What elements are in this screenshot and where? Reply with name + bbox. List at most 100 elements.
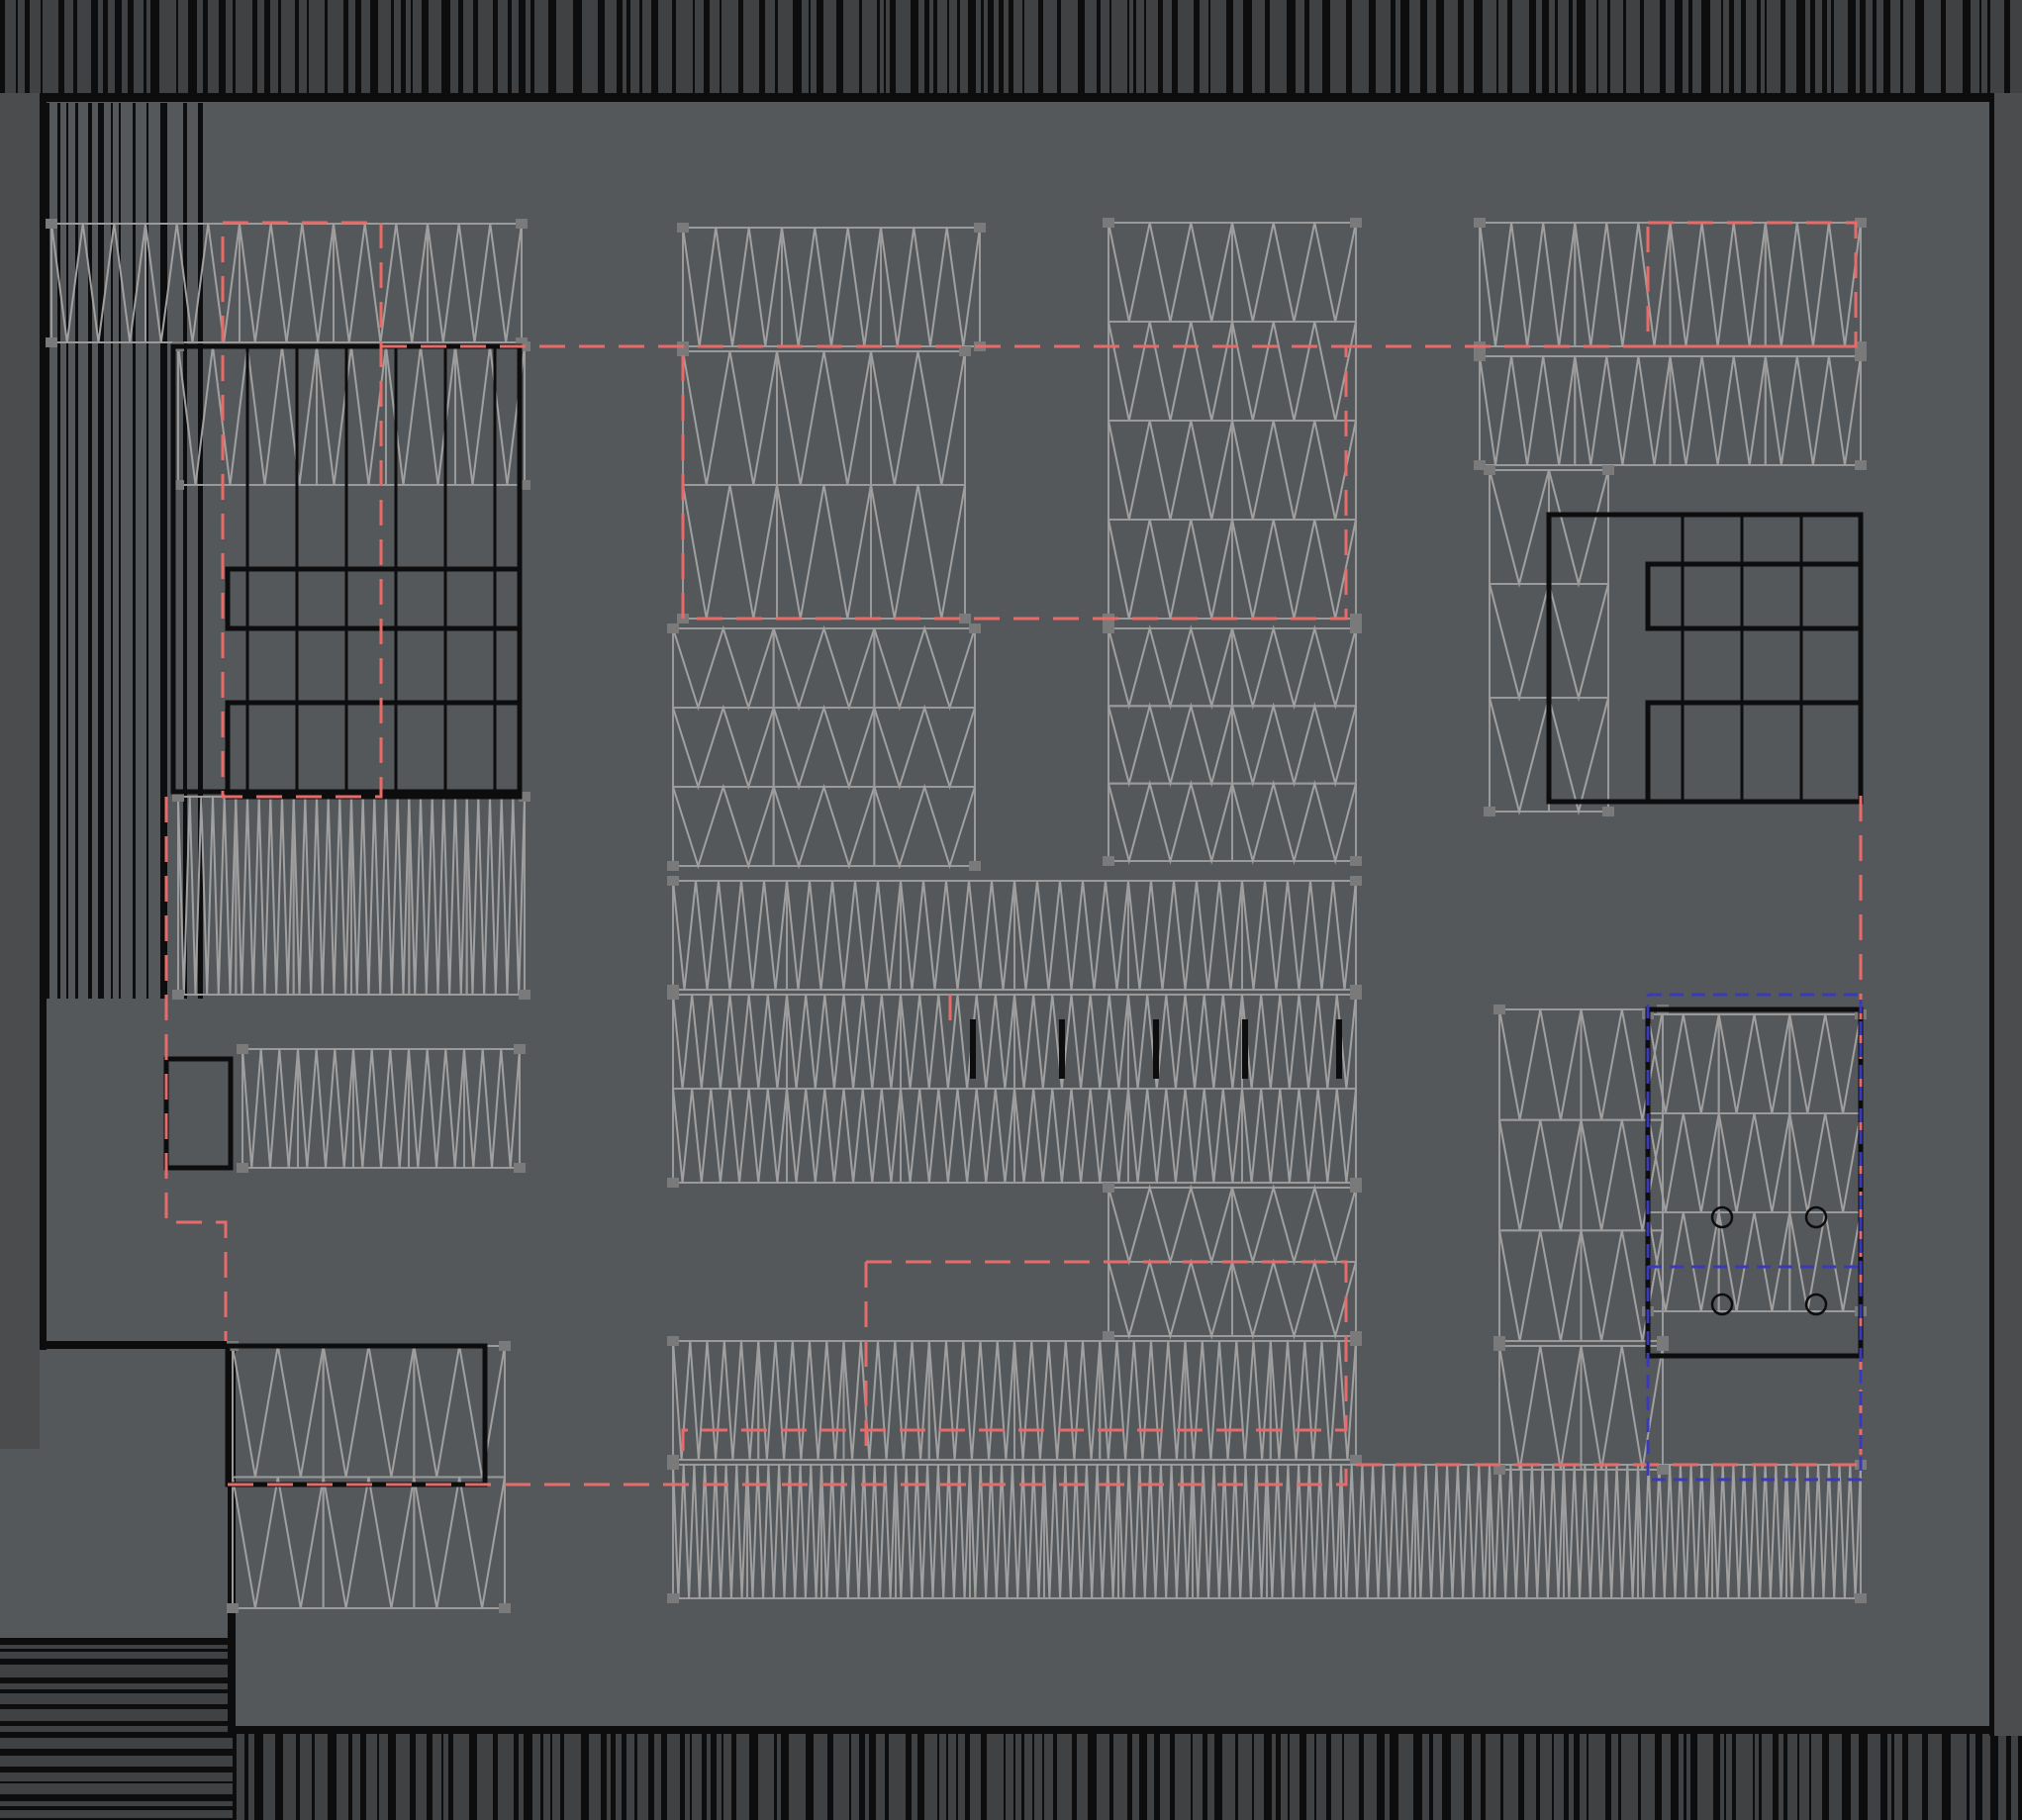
column-marker: [1484, 807, 1495, 816]
rack-bay: [786, 880, 902, 991]
column-tick: [1336, 1019, 1342, 1079]
rack-bay: [672, 880, 788, 991]
rack-bay: [672, 704, 775, 791]
rack-bay: [1574, 355, 1672, 466]
rack-bay: [672, 624, 775, 712]
column-marker: [1103, 1331, 1114, 1341]
column-marker: [1657, 1465, 1669, 1475]
rack-bay: [1127, 880, 1243, 991]
rack-bay: [1788, 1013, 1862, 1114]
rack-bay: [235, 796, 295, 996]
rack-bay: [895, 1464, 971, 1599]
rack-bay: [1637, 1464, 1713, 1599]
rack-bay: [900, 880, 1015, 991]
column-marker: [1350, 1336, 1362, 1346]
rack-bay: [350, 796, 411, 996]
rack-bay: [1563, 1464, 1639, 1599]
rack-bay: [50, 223, 146, 343]
rack-bay: [873, 783, 976, 870]
column-marker: [959, 346, 971, 356]
rack-bay: [1241, 1088, 1357, 1184]
rack-bay: [1340, 1464, 1416, 1599]
rack-bay: [1127, 994, 1243, 1090]
rack-block-center-north: [1103, 218, 1362, 623]
rack-bay: [1788, 1112, 1862, 1213]
rack-block-southeast-3: [1642, 1009, 1867, 1316]
rack-bay: [1266, 1464, 1342, 1599]
east-margin: [1994, 93, 2022, 1736]
rack-bay: [1785, 1464, 1862, 1599]
south-exterior-wall: [233, 1727, 2022, 1820]
column-marker: [667, 1336, 679, 1346]
core-frame-east-stair: [1645, 700, 1864, 805]
column-tick: [1059, 1019, 1065, 1079]
rack-bay: [241, 1048, 299, 1169]
rack-bay: [927, 1340, 1015, 1461]
rack-bay: [842, 1340, 930, 1461]
rack-bay: [1548, 697, 1609, 815]
column-marker: [1350, 856, 1362, 866]
column-marker: [1855, 341, 1867, 351]
rack-bay: [1013, 880, 1129, 991]
rack-bay: [757, 1340, 845, 1461]
column-marker: [1350, 876, 1362, 886]
rack-bay: [465, 796, 526, 996]
rack-bay: [1043, 1464, 1119, 1599]
rack-bay: [1013, 1340, 1102, 1461]
column-marker: [959, 614, 971, 623]
core-frame-east-row: [1645, 561, 1864, 631]
rack-bay: [772, 783, 876, 870]
fire-compartment-boundary: [681, 1260, 1348, 1460]
rack-bay: [1669, 355, 1767, 466]
column-marker: [974, 223, 986, 233]
rack-bay: [672, 1340, 760, 1461]
column-marker: [667, 876, 679, 886]
fire-compartment-boundaries: [164, 221, 1863, 1486]
column-marker: [237, 1163, 248, 1173]
rack-bay: [297, 1048, 354, 1169]
rack-bay: [1241, 994, 1357, 1090]
column-marker: [499, 1341, 511, 1351]
rack-bay: [1489, 697, 1550, 815]
rack-block-center: [667, 876, 1362, 995]
column-marker: [1474, 218, 1486, 228]
rack-bay: [1764, 355, 1862, 466]
column-marker: [1855, 218, 1867, 228]
column-marker: [1350, 990, 1362, 1000]
core-frame-west-row: [225, 566, 523, 631]
column-marker: [1484, 465, 1495, 475]
column-marker: [667, 990, 679, 1000]
column-marker: [1350, 1455, 1362, 1465]
column-marker: [667, 623, 679, 633]
column-marker: [1855, 460, 1867, 470]
rack-bay: [1717, 1013, 1791, 1114]
structural-frames: [163, 343, 1864, 1487]
rack-bay: [239, 223, 335, 343]
drain-symbol: [1804, 1293, 1828, 1316]
column-marker: [667, 1178, 679, 1188]
rack-bay: [1184, 1340, 1272, 1461]
rack-bay: [1717, 1112, 1791, 1213]
rack-bay: [1107, 1258, 1233, 1340]
rack-bay: [322, 1477, 416, 1609]
rack-bay: [292, 796, 352, 996]
rack-block-northeast-2: [1474, 351, 1867, 470]
rack-bay: [746, 1464, 822, 1599]
rack-bay: [672, 783, 775, 870]
rack-bay: [873, 704, 976, 791]
column-marker: [969, 623, 981, 633]
rack-bay: [682, 484, 778, 620]
column-marker: [1493, 1465, 1505, 1475]
rack-bay: [772, 624, 876, 712]
rack-bay: [232, 1477, 325, 1609]
south-wall-line: [228, 1726, 1999, 1734]
rack-bay: [1498, 1119, 1583, 1231]
rack-bay: [1013, 1088, 1129, 1184]
southwest-wall-step: [38, 1341, 236, 1349]
rack-bay: [969, 1464, 1045, 1599]
column-marker: [519, 480, 530, 490]
column-tick: [1242, 1019, 1248, 1079]
